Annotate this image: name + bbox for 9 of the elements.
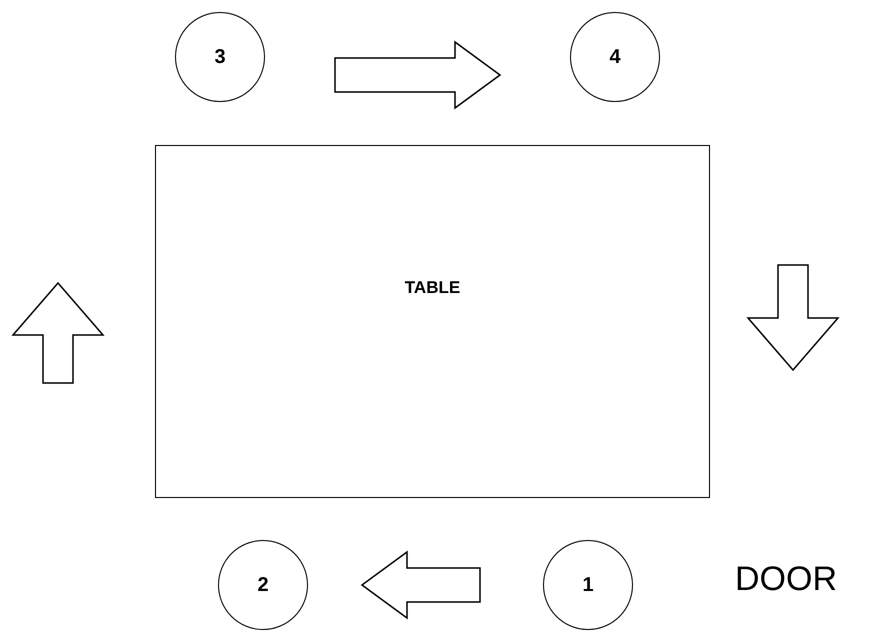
seat-number: 3 bbox=[214, 46, 226, 68]
table-rectangle bbox=[155, 145, 710, 498]
door-label: DOOR bbox=[735, 562, 837, 596]
seat-number: 4 bbox=[609, 46, 621, 68]
seat-number: 1 bbox=[582, 574, 594, 596]
block-arrow bbox=[334, 40, 502, 110]
seat-number: 2 bbox=[257, 574, 269, 596]
block-arrow bbox=[360, 550, 481, 620]
table-label: TABLE bbox=[404, 278, 460, 298]
